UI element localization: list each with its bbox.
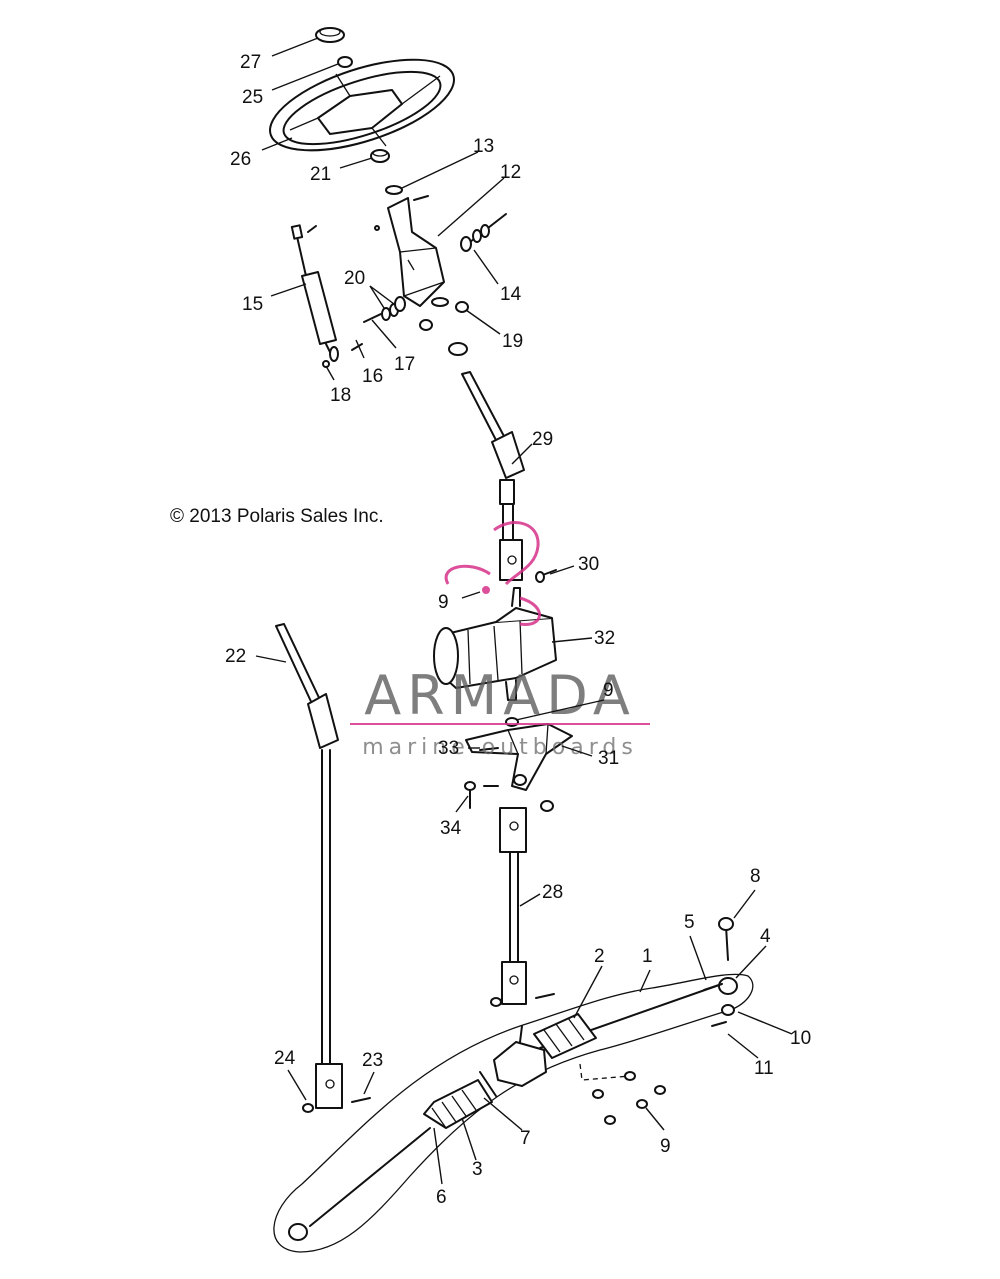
watermark-tagline: marine outboards <box>362 735 638 760</box>
callout-12: 12 <box>500 162 521 183</box>
callout-labels: 27 25 26 21 13 12 14 20 15 19 17 16 18 2… <box>225 52 811 1208</box>
callout-7: 7 <box>520 1128 531 1149</box>
watermark-brand: ARMADA <box>364 664 636 727</box>
callout-18: 18 <box>330 385 351 406</box>
callout-17: 17 <box>394 354 415 375</box>
callout-32: 32 <box>594 628 615 649</box>
tilt-bracket-fasteners <box>363 213 507 356</box>
callout-19: 19 <box>502 331 523 352</box>
callout-23: 23 <box>362 1050 383 1071</box>
callout-21: 21 <box>310 164 331 185</box>
steering-wheel-spacer <box>370 149 390 163</box>
steering-mount-bracket <box>465 717 573 812</box>
callout-9-middle: 9 <box>603 680 614 701</box>
intermediate-steering-shaft <box>490 807 555 1007</box>
watermark-logo <box>350 521 650 725</box>
leader-lines <box>255 37 793 1185</box>
callout-10: 10 <box>790 1028 811 1049</box>
cotter-pin <box>711 1021 727 1027</box>
steering-wheel-nut <box>337 56 353 68</box>
callout-11: 11 <box>754 1058 774 1079</box>
callout-30: 30 <box>578 554 599 575</box>
bracket-bolts <box>464 781 499 809</box>
rack-mount-nuts <box>579 1063 666 1125</box>
callout-1: 1 <box>642 946 653 967</box>
callout-29: 29 <box>532 429 553 450</box>
callout-34: 34 <box>440 818 462 839</box>
callout-4: 4 <box>760 926 771 947</box>
tilt-gas-strut <box>290 224 363 368</box>
upper-steering-shaft <box>461 371 525 581</box>
callout-6: 6 <box>436 1187 447 1208</box>
copyright-notice: © 2013 Polaris Sales Inc. <box>170 506 384 527</box>
callout-20: 20 <box>344 268 365 289</box>
steering-rack <box>288 977 738 1241</box>
callout-15: 15 <box>242 294 263 315</box>
tie-rod-nut <box>721 1004 735 1016</box>
callout-3: 3 <box>472 1159 483 1180</box>
callout-8: 8 <box>750 866 761 887</box>
callout-25: 25 <box>242 87 263 108</box>
steering-wheel-cap <box>315 27 345 43</box>
steering-rack-outline <box>273 973 754 1253</box>
callout-2: 2 <box>594 946 605 967</box>
lower-steering-shaft <box>275 623 371 1113</box>
tilt-bracket <box>374 185 445 307</box>
callout-27: 27 <box>240 52 261 73</box>
callout-33: 33 <box>438 738 459 759</box>
callout-24: 24 <box>274 1048 296 1069</box>
callout-31: 31 <box>598 748 619 769</box>
callout-14: 14 <box>500 284 522 305</box>
tie-rod-bolt <box>718 917 734 961</box>
callout-16: 16 <box>362 366 383 387</box>
callout-28: 28 <box>542 882 563 903</box>
u-joint-bolt-upper <box>535 569 557 583</box>
callout-13: 13 <box>473 136 494 157</box>
callout-22: 22 <box>225 646 246 667</box>
steering-wheel <box>269 58 455 152</box>
callout-9-lower: 9 <box>660 1136 671 1157</box>
callout-5: 5 <box>684 912 695 933</box>
callout-9-upper: 9 <box>438 592 449 613</box>
callout-26: 26 <box>230 149 251 170</box>
